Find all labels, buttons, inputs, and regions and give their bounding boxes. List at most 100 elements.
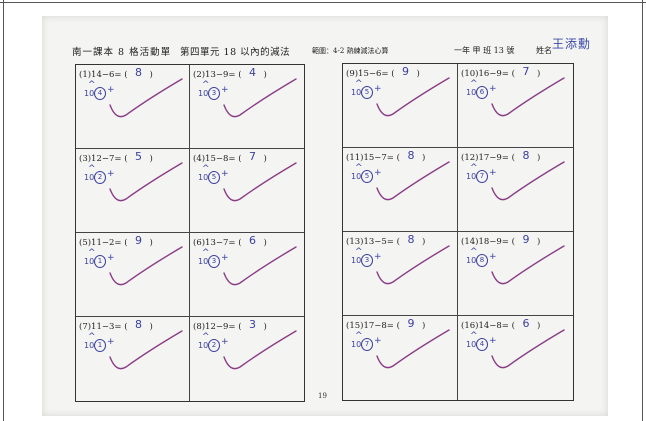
answer-paren-open: ( bbox=[511, 237, 515, 247]
circled-number: 3 bbox=[208, 87, 220, 100]
problem-text: (2)13−9= (4) bbox=[193, 66, 267, 80]
frame-right-line bbox=[642, 0, 643, 421]
problem-label: (10)16−9= bbox=[461, 69, 509, 79]
problem-cell-right_problems-7: (15)17−8= (9) ^ 10 7 + bbox=[343, 316, 458, 400]
circled-number: 4 bbox=[94, 87, 106, 100]
decomposition-work: ^ 10 6 + bbox=[464, 79, 502, 110]
circled-number: 3 bbox=[361, 254, 373, 267]
answer-paren-open: ( bbox=[238, 238, 242, 248]
decomposition-work: ^ 10 5 + bbox=[349, 79, 387, 110]
ten-number: 10 bbox=[351, 88, 362, 97]
plus-mark-icon: + bbox=[489, 84, 497, 94]
teacher-check-icon bbox=[109, 78, 183, 118]
problem-text: (1)14−6= (8) bbox=[79, 66, 153, 80]
circled-number: 2 bbox=[208, 339, 220, 352]
problem-label: (4)15−8= bbox=[193, 154, 236, 164]
problem-cell-left_problems-6: (6)13−7= (6) ^ 10 3 + bbox=[190, 233, 304, 317]
decomposition-work: ^ 10 3 + bbox=[349, 247, 387, 278]
teacher-check-icon bbox=[376, 329, 450, 369]
ten-number: 10 bbox=[84, 257, 95, 266]
problem-label: (6)13−7= bbox=[193, 238, 236, 248]
plus-mark-icon: + bbox=[107, 85, 115, 95]
split-caret-icon: ^ bbox=[355, 247, 363, 257]
problem-text: (11)15−7= (8) bbox=[346, 149, 425, 163]
problem-cell-right_problems-2: (10)16−9= (7) ^ 10 6 + bbox=[458, 64, 573, 148]
teacher-check-icon bbox=[491, 161, 565, 201]
split-caret-icon: ^ bbox=[88, 248, 96, 258]
handwritten-answer: 6 bbox=[522, 317, 530, 330]
plus-mark-icon: + bbox=[489, 336, 497, 346]
handwritten-answer: 9 bbox=[135, 234, 143, 247]
handwritten-answer: 8 bbox=[135, 66, 143, 79]
split-caret-icon: ^ bbox=[470, 331, 478, 341]
answer-paren-open: ( bbox=[238, 154, 242, 164]
decomposition-work: ^ 10 8 + bbox=[464, 247, 502, 278]
teacher-check-icon bbox=[376, 245, 450, 285]
teacher-check-icon bbox=[376, 77, 450, 117]
plus-mark-icon: + bbox=[107, 169, 115, 179]
problem-cell-right_problems-6: (14)18−9= (9) ^ 10 8 + bbox=[458, 232, 573, 316]
worksheet-photo: 南一課本 8 格活動單 第四單元 18 以內的減法 範圍：4-2 熟練減法心算 … bbox=[42, 16, 608, 416]
ten-number: 10 bbox=[351, 172, 362, 181]
plus-mark-icon: + bbox=[374, 336, 382, 346]
name-label: 姓名 bbox=[536, 46, 552, 55]
answer-paren-close: ) bbox=[263, 154, 267, 164]
handwritten-answer: 9 bbox=[407, 317, 415, 330]
answer-paren-open: ( bbox=[124, 322, 128, 332]
split-caret-icon: ^ bbox=[88, 80, 96, 90]
plus-mark-icon: + bbox=[107, 253, 115, 263]
decomposition-work: ^ 10 5 + bbox=[196, 164, 234, 195]
handwritten-answer: 9 bbox=[522, 233, 530, 246]
problem-text: (4)15−8= (7) bbox=[193, 150, 267, 164]
teacher-check-icon bbox=[109, 246, 183, 286]
circled-number: 5 bbox=[208, 171, 220, 184]
problem-text: (3)12−7= (5) bbox=[79, 150, 153, 164]
answer-paren-close: ) bbox=[416, 69, 420, 79]
answer-paren-open: ( bbox=[396, 153, 400, 163]
problem-label: (11)15−7= bbox=[346, 153, 394, 163]
ten-number: 10 bbox=[198, 257, 209, 266]
handwritten-answer: 3 bbox=[249, 318, 257, 331]
problem-cell-right_problems-8: (16)14−8= (6) ^ 10 4 + bbox=[458, 316, 573, 400]
problem-label: (5)11−2= bbox=[79, 238, 122, 248]
decomposition-work: ^ 10 3 + bbox=[196, 80, 234, 111]
answer-paren-close: ) bbox=[536, 69, 541, 79]
ten-number: 10 bbox=[351, 340, 362, 349]
answer-paren-open: ( bbox=[396, 321, 400, 331]
problem-text: (16)14−8= (6) bbox=[461, 317, 540, 331]
ten-number: 10 bbox=[466, 256, 477, 265]
answer-paren-open: ( bbox=[238, 322, 242, 332]
circled-number: 7 bbox=[361, 338, 373, 351]
range-label: 範圍：4-2 熟練減法心算 bbox=[312, 47, 389, 55]
plus-mark-icon: + bbox=[221, 337, 229, 347]
answer-paren-open: ( bbox=[124, 238, 128, 248]
ten-number: 10 bbox=[198, 173, 209, 182]
answer-paren-open: ( bbox=[396, 237, 400, 247]
plus-mark-icon: + bbox=[221, 85, 229, 95]
problem-text: (6)13−7= (6) bbox=[193, 234, 267, 248]
handwritten-answer: 7 bbox=[249, 150, 257, 163]
answer-paren-close: ) bbox=[263, 322, 267, 332]
problem-cell-right_problems-5: (13)13−5= (8) ^ 10 3 + bbox=[343, 232, 458, 316]
split-caret-icon: ^ bbox=[355, 163, 363, 173]
split-caret-icon: ^ bbox=[202, 80, 210, 90]
problem-label: (16)14−8= bbox=[461, 321, 509, 331]
problem-cell-left_problems-5: (5)11−2= (9) ^ 10 1 + bbox=[76, 233, 190, 317]
problem-cell-left_problems-1: (1)14−6= (8) ^ 10 4 + bbox=[76, 65, 190, 149]
problem-grid-right: (9)15−6= (9) ^ 10 5 + (10)16−9= (7) ^ 10… bbox=[342, 63, 574, 401]
problem-label: (3)12−7= bbox=[79, 154, 122, 164]
answer-paren-close: ) bbox=[149, 154, 153, 164]
answer-paren-close: ) bbox=[149, 70, 153, 80]
problem-cell-left_problems-3: (3)12−7= (5) ^ 10 2 + bbox=[76, 149, 190, 233]
decomposition-work: ^ 10 4 + bbox=[82, 80, 120, 111]
circled-number: 5 bbox=[361, 170, 373, 183]
problem-text: (5)11−2= (9) bbox=[79, 234, 153, 248]
ten-number: 10 bbox=[198, 89, 209, 98]
problem-cell-left_problems-8: (8)12−9= (3) ^ 10 2 + bbox=[190, 317, 304, 401]
circled-number: 6 bbox=[476, 86, 488, 99]
plus-mark-icon: + bbox=[221, 169, 229, 179]
teacher-check-icon bbox=[223, 330, 297, 370]
ten-number: 10 bbox=[84, 173, 95, 182]
teacher-check-icon bbox=[491, 329, 565, 369]
answer-paren-open: ( bbox=[124, 70, 128, 80]
